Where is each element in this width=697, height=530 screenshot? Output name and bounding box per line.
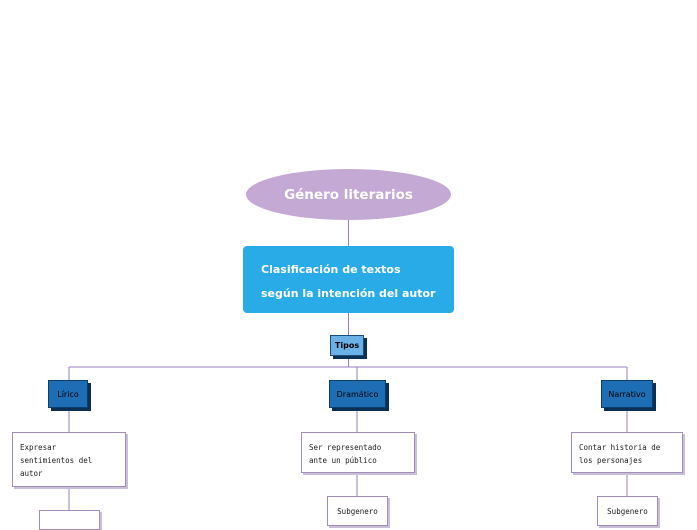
description-node-narrativo[interactable]: Contar historia de los personajes xyxy=(571,432,683,473)
description-line: autor xyxy=(20,469,43,478)
description-line: los personajes xyxy=(579,456,643,465)
type-node-dramatico[interactable]: Dramático xyxy=(329,380,386,408)
root-node[interactable]: Género literarios xyxy=(246,169,451,220)
subgenre-node-lirico[interactable] xyxy=(39,510,100,530)
description-line: Ser representado xyxy=(309,443,382,452)
subgenre-node-narrativo[interactable]: Subgenero xyxy=(597,496,658,526)
root-label: Género literarios xyxy=(284,186,413,203)
main-topic-line-1: Clasificación de textos xyxy=(261,263,401,276)
description-line: sentimientos del xyxy=(20,456,93,465)
description-line: Expresar xyxy=(20,443,57,452)
subgenre-label: Subgenero xyxy=(607,507,648,516)
subgenre-label: Subgenero xyxy=(337,507,378,516)
subgenre-node-dramatico[interactable]: Subgenero xyxy=(327,496,388,526)
type-node-narrativo[interactable]: Narrativo xyxy=(601,380,653,408)
description-line: Contar historia de xyxy=(579,443,661,452)
description-node-dramatico[interactable]: Ser representado ante un público xyxy=(301,432,415,473)
description-line: ante un público xyxy=(309,456,377,465)
main-topic-node[interactable]: Clasificación de textos según la intenci… xyxy=(243,246,454,313)
description-node-lirico[interactable]: Expresar sentimientos del autor xyxy=(12,432,126,487)
type-label-lirico: Lírico xyxy=(57,389,79,399)
type-node-lirico[interactable]: Lírico xyxy=(48,380,88,408)
type-label-dramatico: Dramático xyxy=(336,389,379,399)
main-topic-line-2: según la intención del autor xyxy=(261,287,436,300)
type-label-narrativo: Narrativo xyxy=(608,389,646,399)
tipos-node[interactable]: Tipos xyxy=(330,335,364,356)
tipos-label: Tipos xyxy=(334,341,360,350)
